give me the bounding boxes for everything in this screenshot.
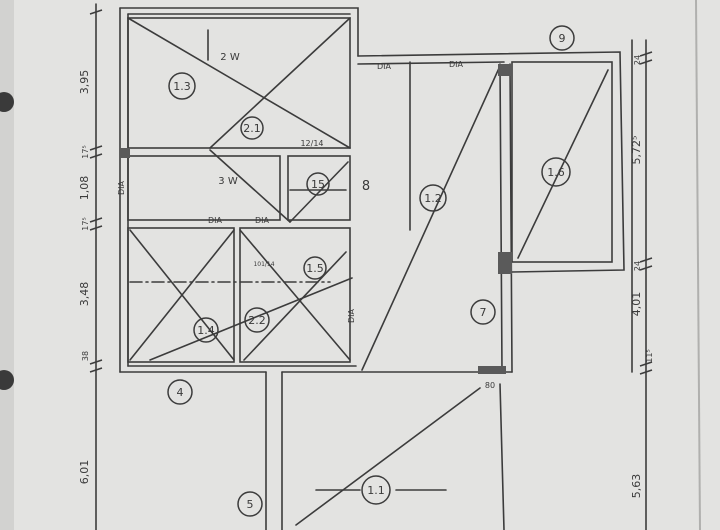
- dim-left-601: 6,01: [78, 460, 91, 485]
- circle-2-1: [240, 116, 264, 140]
- room-label-4: 4: [177, 386, 184, 399]
- tick: [89, 145, 103, 151]
- room-label-1-4: 1.4: [197, 324, 215, 337]
- circle-1-1: [361, 475, 391, 505]
- tick: [89, 359, 103, 365]
- wall-top-right: [357, 51, 625, 273]
- room-label-2-1: 2.1: [243, 122, 261, 135]
- circle-1-2: [419, 184, 447, 212]
- circle-1-5: [303, 256, 327, 280]
- tick: [89, 225, 103, 231]
- circle-5: [237, 491, 263, 517]
- dim-right-24a: 24: [633, 55, 642, 65]
- tick: [89, 153, 103, 159]
- room-label-1-5: 1.5: [306, 262, 324, 275]
- dim-left-17a: 17⁵: [81, 145, 90, 158]
- circle-9: [549, 25, 575, 51]
- room-wall-1-6: [511, 61, 613, 263]
- wall-room-11: [265, 371, 505, 530]
- tick: [89, 367, 103, 373]
- wall-bottom: [119, 365, 513, 373]
- room-wall-3w: [127, 155, 281, 221]
- room-label-9: 9: [559, 32, 566, 45]
- door-label-3: DIA: [208, 216, 223, 225]
- room-wall-1-4: [127, 227, 235, 363]
- room-label-1-1: 1.1: [367, 484, 385, 497]
- wall-outer-top: [119, 7, 359, 57]
- wall-hatch-2: [498, 252, 512, 274]
- tick: [639, 361, 653, 367]
- room-label-1-6: 1.6: [547, 166, 565, 179]
- room-wall-1-3: [127, 17, 351, 149]
- diag-1-3b: [209, 17, 351, 149]
- door-label-2: DIA: [449, 60, 464, 69]
- dim-right-11: 11⁵: [645, 349, 654, 362]
- paper-fold: [695, 0, 701, 530]
- door-label-4: DIA: [255, 216, 270, 225]
- diag-1-1: [295, 387, 481, 526]
- door-label-5: DIA: [117, 180, 126, 195]
- wall-hatch-4: [120, 148, 130, 158]
- label-2w: 2 W: [220, 52, 240, 63]
- tick: [89, 9, 103, 15]
- diag-1-4b: [129, 229, 235, 361]
- diag-1-2: [361, 65, 501, 371]
- circle-1-6: [541, 157, 571, 187]
- tick: [639, 369, 653, 375]
- circle-2-2: [244, 307, 270, 333]
- circle-15: [306, 172, 330, 196]
- dim-right-401: 4,01: [630, 292, 643, 317]
- diag-15: [289, 161, 349, 223]
- tick: [639, 59, 653, 65]
- room-wall-15: [287, 155, 351, 221]
- dim-right-563: 5,63: [630, 474, 643, 499]
- door-label-1: DIA: [377, 62, 392, 71]
- tick: [89, 217, 103, 223]
- dim-left-38: 38: [81, 351, 90, 361]
- room-label-5: 5: [247, 498, 254, 511]
- dim-left-395: 3,95: [78, 70, 91, 95]
- diag-1-3a: [127, 17, 351, 149]
- door-label-6: DIA: [347, 308, 356, 323]
- room-label-1-3: 1.3: [173, 80, 191, 93]
- circle-1-4: [193, 317, 219, 343]
- dim-right-24b: 24: [633, 261, 642, 271]
- diag-3w: [209, 149, 291, 223]
- room-label-15: 15: [311, 178, 325, 191]
- binder-hole-bottom: [0, 370, 14, 390]
- label-101-14: 101/14: [253, 261, 274, 268]
- label-3w: 3 W: [218, 176, 238, 187]
- label-12-14: 12/14: [300, 139, 323, 148]
- room-label-7: 7: [480, 306, 487, 319]
- tick: [639, 265, 653, 271]
- tick: [639, 257, 653, 263]
- circle-1-3: [168, 72, 196, 100]
- room-label-1-2: 1.2: [424, 192, 442, 205]
- wall-corridor: [499, 63, 513, 373]
- dim-right-572: 5,72⁵: [630, 136, 643, 165]
- dim-left-348: 3,48: [78, 282, 91, 307]
- room-label-2-2: 2.2: [248, 314, 266, 327]
- paper: [14, 0, 720, 530]
- diag-long: [149, 277, 353, 361]
- label-80: 80: [485, 381, 495, 390]
- tick: [639, 51, 653, 57]
- room-label-8: 8: [362, 179, 370, 194]
- room-wall-2-2: [239, 227, 351, 363]
- wall-hatch-3: [478, 366, 506, 374]
- circle-4: [167, 379, 193, 405]
- dim-left-17b: 17⁵: [81, 217, 90, 230]
- dim-left-108: 1,08: [78, 176, 91, 201]
- diag-2-2a: [239, 229, 351, 361]
- wall-hatch-1: [498, 64, 512, 76]
- diag-2-2b: [243, 251, 347, 361]
- circle-7: [470, 299, 496, 325]
- binder-hole-top: [0, 92, 14, 112]
- diag-1-6: [517, 69, 609, 259]
